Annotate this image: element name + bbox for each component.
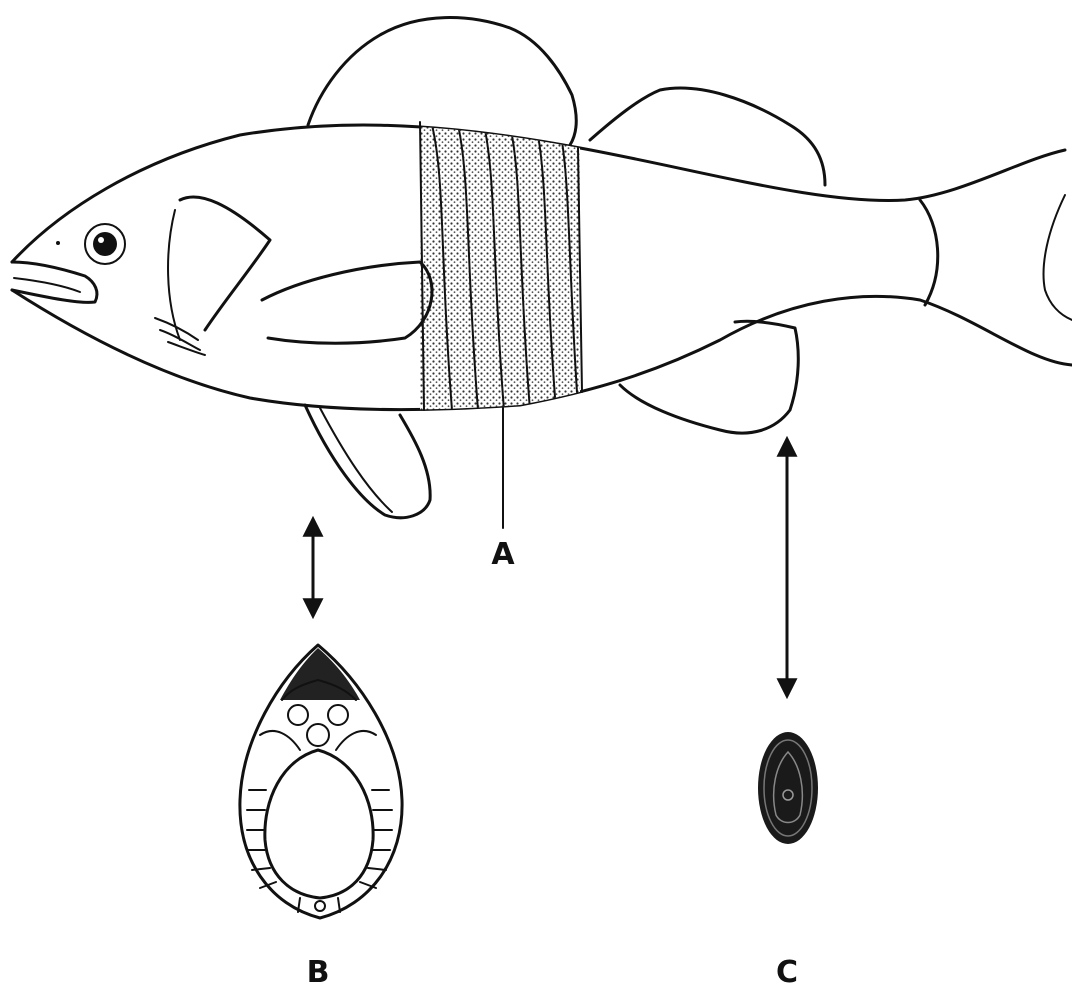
pelvic-fin-ray xyxy=(320,408,392,512)
caudal-fin xyxy=(920,200,938,305)
scale-c xyxy=(758,732,818,844)
pectoral-fin xyxy=(262,262,432,343)
eye-highlight xyxy=(98,237,104,243)
label-b: B xyxy=(307,958,330,988)
anal-fin xyxy=(620,321,798,433)
label-a: A xyxy=(491,540,514,570)
preopercle xyxy=(168,210,180,340)
dorsal-fin-soft xyxy=(590,88,825,185)
pelvic-fin xyxy=(305,405,430,518)
gill-cover xyxy=(180,197,270,330)
label-c: C xyxy=(776,958,798,988)
nostril xyxy=(56,241,60,245)
scale-b xyxy=(240,645,402,918)
lower-jaw-line xyxy=(14,278,80,292)
eye xyxy=(93,232,117,256)
gill-rays xyxy=(155,318,205,355)
caudal-fin-fork xyxy=(1044,195,1072,320)
